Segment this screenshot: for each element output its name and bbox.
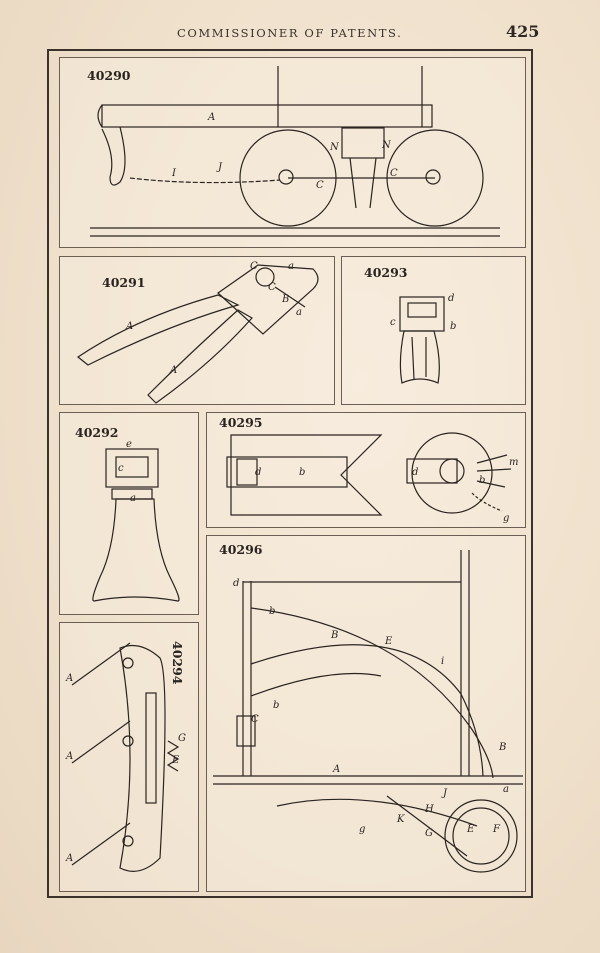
label: d [233, 578, 239, 589]
label: F [492, 824, 501, 835]
label: I [171, 168, 177, 179]
label: A [125, 321, 133, 332]
label: a [130, 493, 136, 504]
header-title: COMMISSIONER OF PATENTS. [177, 26, 403, 40]
label: B [281, 294, 289, 305]
figure-number: 40293 [364, 265, 408, 280]
figure-number: 40295 [219, 415, 263, 430]
label: b [273, 700, 279, 711]
label: a [296, 307, 302, 318]
label: E [384, 636, 393, 647]
label: N [329, 142, 340, 153]
label: b [269, 606, 275, 617]
label: C [390, 168, 398, 179]
figure-drawing-railcar-truck: A I J N N C C [90, 66, 500, 237]
figure-drawing-pliers: C a C B a A A [76, 261, 319, 404]
figure-panel-40293: 40293 d c b [341, 256, 526, 405]
label: C [268, 282, 276, 293]
label: d [448, 293, 454, 304]
label: J [216, 162, 223, 173]
label: b [299, 467, 305, 478]
label: G [425, 828, 433, 839]
figure-number: 40290 [87, 68, 131, 83]
label: a [503, 784, 509, 795]
figure-drawing-cultivator: A A A G E [65, 642, 186, 872]
illustration-plate [47, 49, 533, 898]
label: H [424, 804, 434, 815]
label: C [251, 714, 259, 725]
label: A [207, 112, 215, 123]
figure-panel-40290: 40290 A I J N N C C [59, 57, 526, 248]
label: a [288, 261, 294, 272]
label: B [498, 742, 506, 753]
label: b [479, 475, 485, 486]
label: C [250, 261, 258, 272]
label: G [178, 733, 186, 744]
label: g [359, 824, 365, 835]
figure-drawing-gun-barrel: d b d m b g [226, 432, 518, 524]
figure-panel-40294: 40294 A A A G E [59, 622, 199, 892]
figure-drawing-bottle-stopper: d c b [390, 293, 456, 384]
label: C [316, 180, 324, 191]
label: i [441, 656, 444, 667]
label: g [503, 513, 509, 524]
running-header: COMMISSIONER OF PATENTS. 425 [0, 22, 600, 46]
label: c [118, 463, 124, 474]
label: K [396, 814, 405, 825]
label: d [255, 467, 261, 478]
page-number: 425 [506, 22, 540, 41]
label: c [390, 317, 396, 328]
figure-number: 40296 [219, 542, 263, 557]
label: A [65, 673, 73, 684]
label: E [171, 755, 180, 766]
label: d [412, 467, 418, 478]
figure-drawing-bottle-stopper-2: e c a [92, 439, 180, 602]
label: E [466, 824, 475, 835]
figure-panel-40295: 40295 d b d m b g [206, 412, 526, 528]
figure-panel-40296: 40296 d b B E i b C B A a J H [206, 535, 526, 892]
label: J [441, 788, 448, 799]
figure-drawing-sewing-machine: d b B E i b C B A a J H K G E F g [213, 550, 523, 873]
label: A [65, 751, 73, 762]
figure-number: 40292 [75, 425, 119, 440]
label: A [65, 853, 73, 864]
figure-panel-40291: 40291 C a C B a A A [59, 256, 335, 405]
label: A [332, 764, 340, 775]
label: B [330, 630, 338, 641]
label: A [169, 365, 177, 376]
figure-number: 40291 [102, 275, 146, 290]
label: e [126, 439, 132, 450]
label: m [509, 457, 518, 468]
figure-panel-40292: 40292 e c a [59, 412, 199, 615]
label: b [450, 321, 456, 332]
label: N [381, 140, 392, 151]
